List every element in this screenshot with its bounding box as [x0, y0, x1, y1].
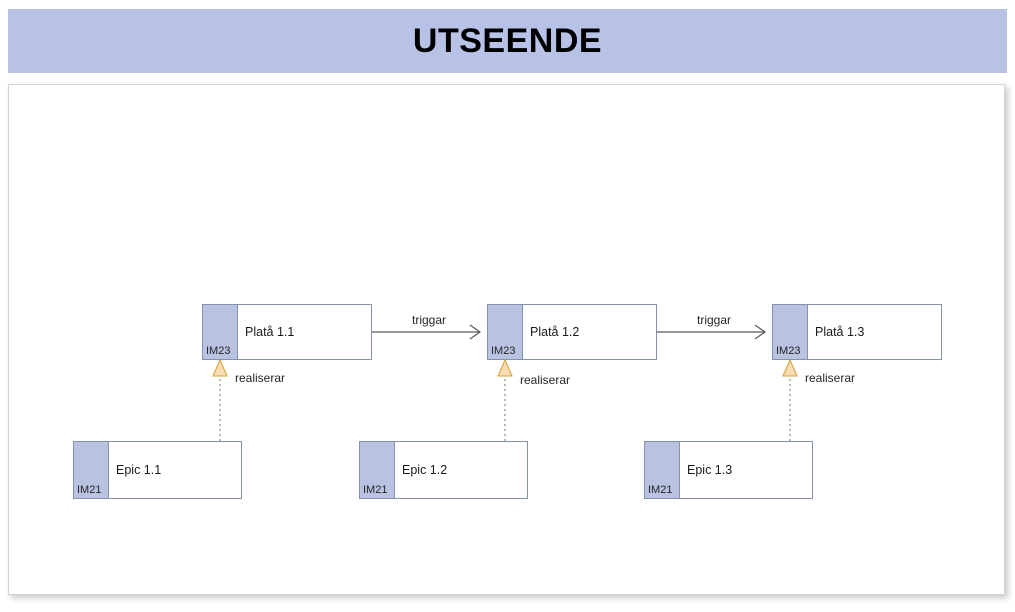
node-title: Platå 1.3 — [815, 325, 865, 339]
node-stripe: IM21 — [360, 442, 395, 498]
node-epic-1-3[interactable]: IM21 Epic 1.3 — [644, 441, 813, 499]
node-stripe: IM23 — [488, 305, 523, 359]
node-stripe: IM21 — [74, 442, 109, 498]
node-stripe-label: IM21 — [77, 484, 102, 496]
relation-label-realiserar-2: realiserar — [520, 373, 571, 387]
node-title: Platå 1.1 — [245, 325, 295, 339]
node-title: Epic 1.3 — [687, 463, 733, 477]
page-title: UTSEENDE — [412, 21, 603, 60]
relation-label-triggar-2: triggar — [697, 313, 732, 327]
node-stripe-label: IM23 — [206, 345, 231, 357]
node-title: Platå 1.2 — [530, 325, 580, 339]
node-stripe: IM21 — [645, 442, 680, 498]
node-stripe-label: IM23 — [776, 345, 801, 357]
connector-realiserar-2 — [497, 358, 513, 441]
connector-triggar-1 — [372, 324, 482, 340]
node-stripe-label: IM23 — [491, 345, 516, 357]
node-stripe: IM23 — [203, 305, 238, 359]
connector-realiserar-1 — [212, 358, 228, 441]
node-plata-1-1[interactable]: IM23 Platå 1.1 — [202, 304, 372, 360]
node-epic-1-1[interactable]: IM21 Epic 1.1 — [73, 441, 242, 499]
node-stripe-label: IM21 — [648, 484, 673, 496]
relation-label-realiserar-1: realiserar — [235, 371, 286, 385]
diagram-canvas: IM23 Platå 1.1 IM23 Platå 1.2 IM23 Platå… — [9, 85, 1006, 596]
node-plata-1-3[interactable]: IM23 Platå 1.3 — [772, 304, 942, 360]
node-title: Epic 1.1 — [116, 463, 162, 477]
slide-title-banner: UTSEENDE — [8, 9, 1007, 73]
relation-label-realiserar-3: realiserar — [805, 371, 856, 385]
node-stripe: IM23 — [773, 305, 808, 359]
relation-label-triggar-1: triggar — [412, 313, 447, 327]
node-stripe-label: IM21 — [363, 484, 388, 496]
connector-triggar-2 — [657, 324, 767, 340]
connector-realiserar-3 — [782, 358, 798, 441]
node-plata-1-2[interactable]: IM23 Platå 1.2 — [487, 304, 657, 360]
node-epic-1-2[interactable]: IM21 Epic 1.2 — [359, 441, 528, 499]
diagram-card: IM23 Platå 1.1 IM23 Platå 1.2 IM23 Platå… — [8, 84, 1005, 595]
node-title: Epic 1.2 — [402, 463, 448, 477]
